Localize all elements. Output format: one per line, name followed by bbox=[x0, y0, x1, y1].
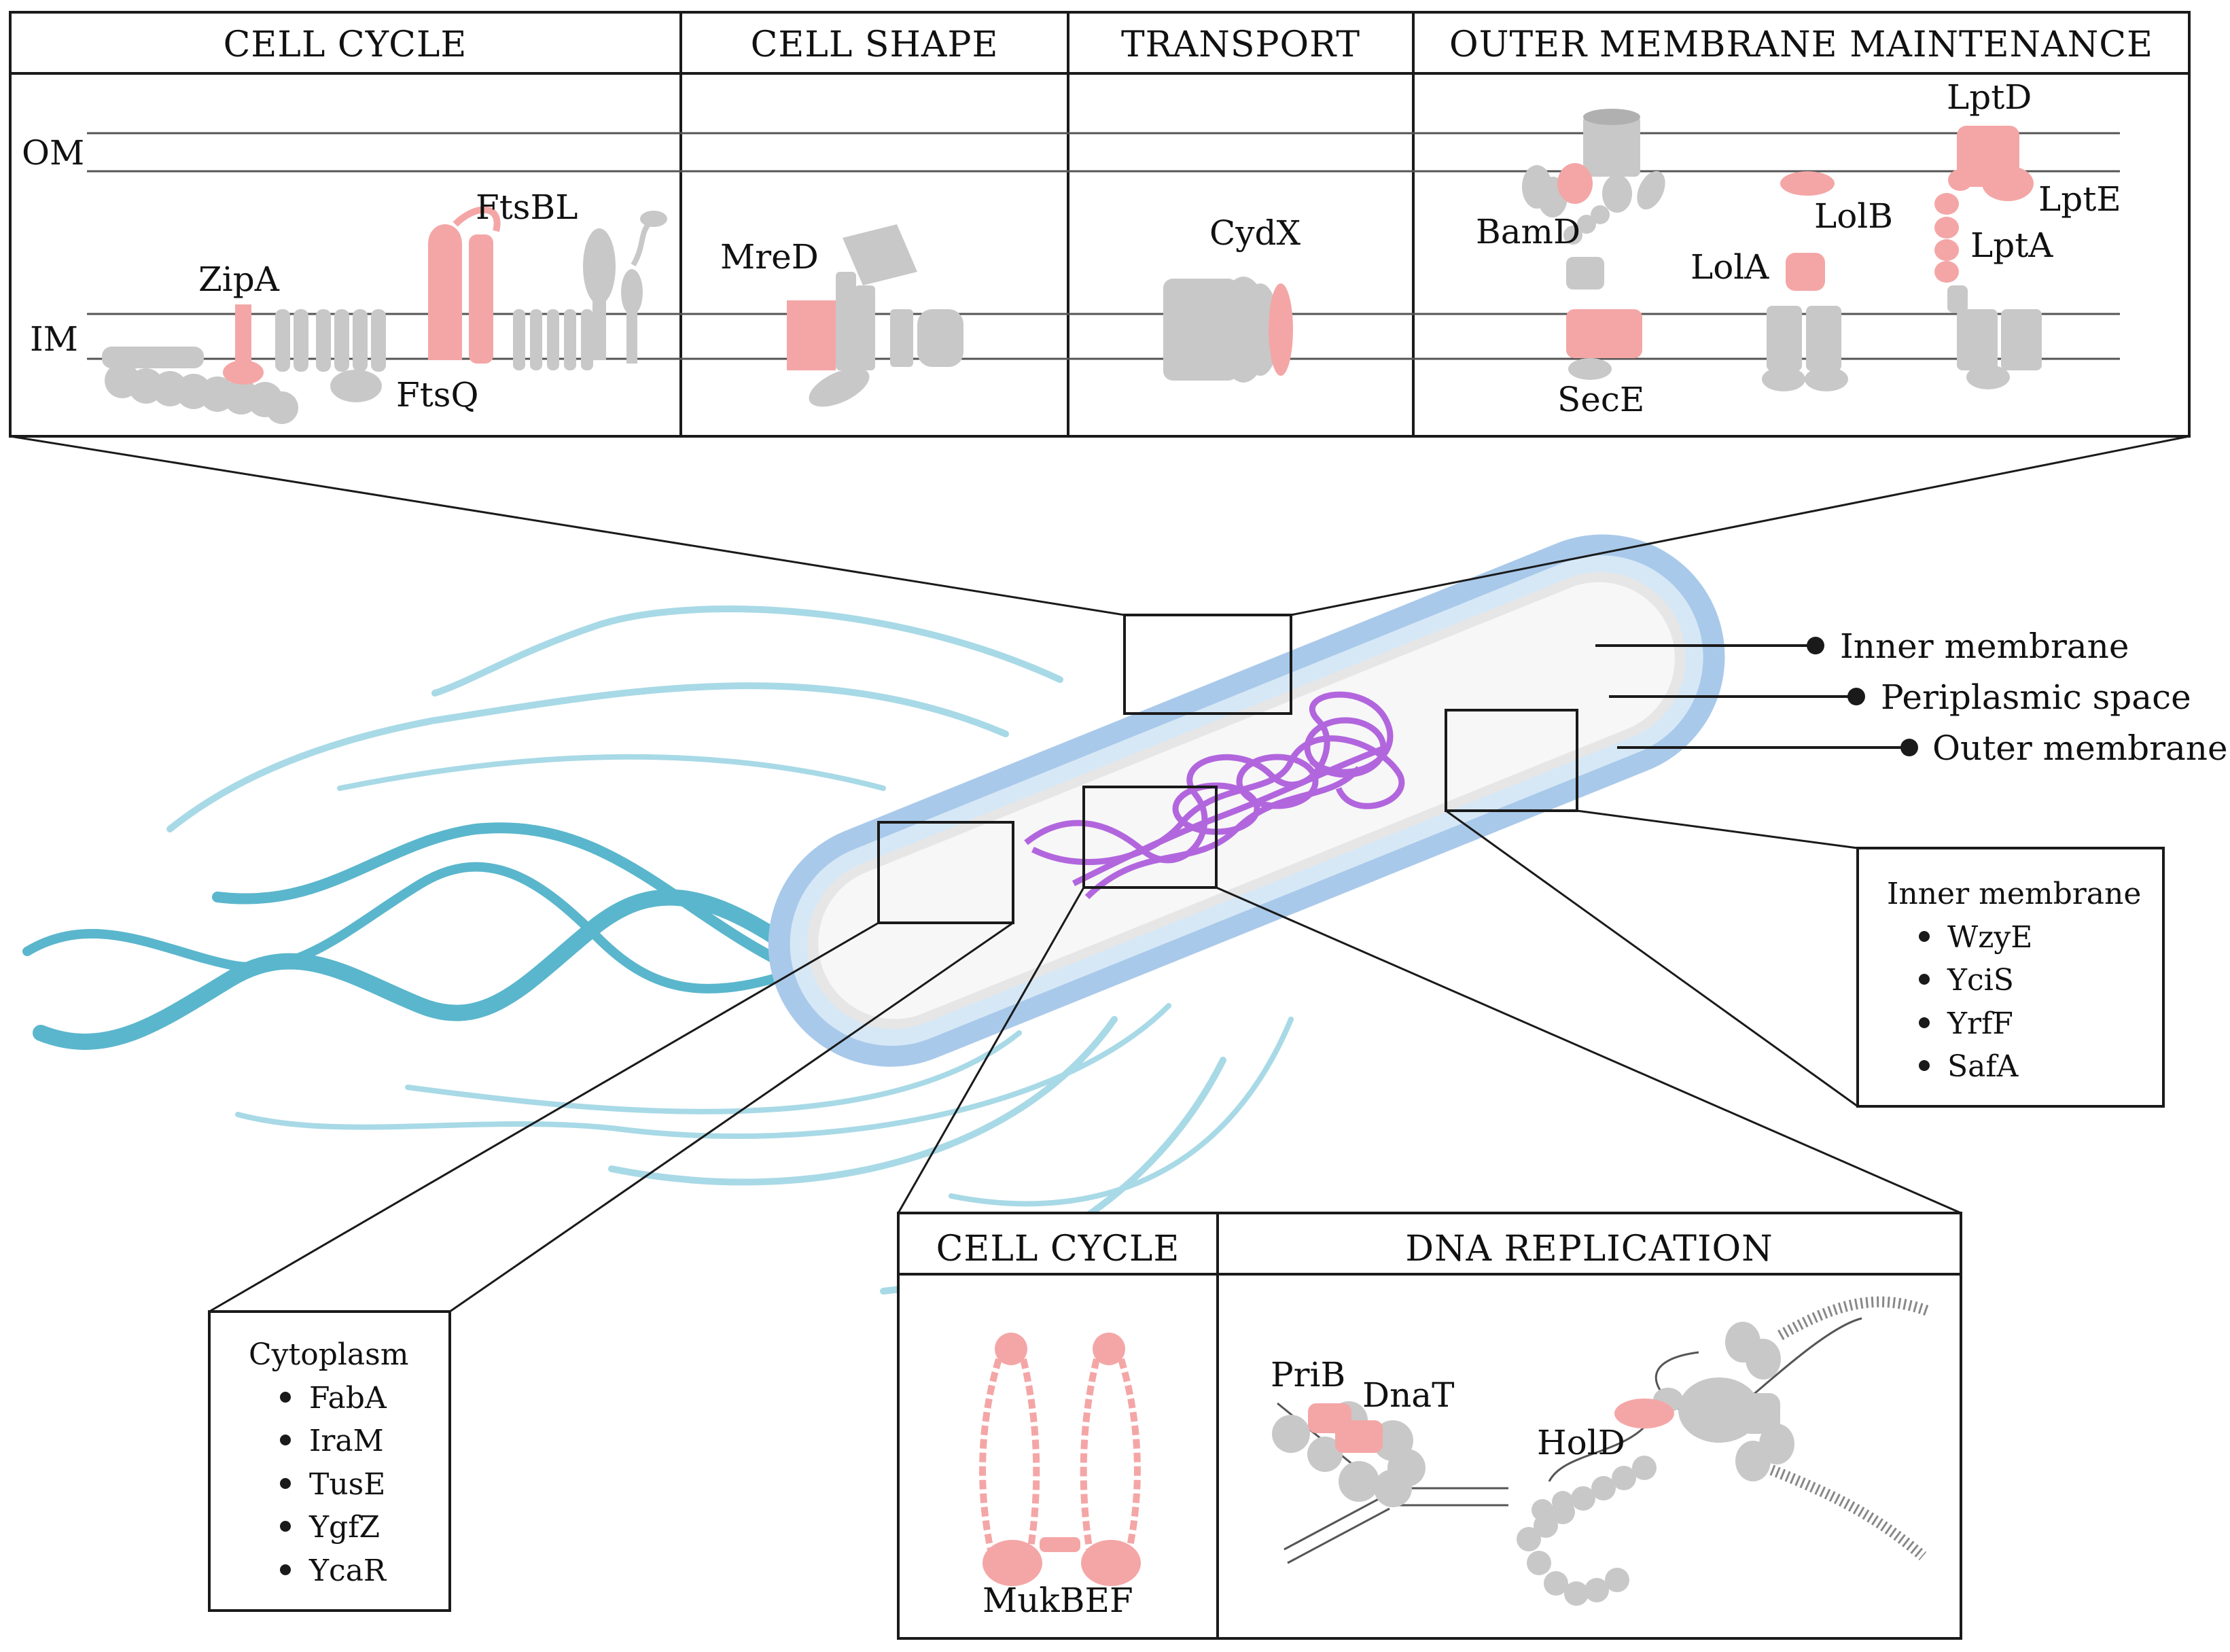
label-lptd: LptD bbox=[1947, 77, 2032, 117]
section-title-transport: TRANSPORT bbox=[1121, 24, 1360, 65]
flagella bbox=[22, 605, 1294, 1295]
label-sece: SecE bbox=[1557, 380, 1644, 419]
im-item-2: YciS bbox=[1947, 963, 2014, 998]
section-title-cell-shape: CELL SHAPE bbox=[751, 24, 999, 65]
mukbef-complex bbox=[979, 1333, 1141, 1586]
hold-protein bbox=[1614, 1399, 1674, 1428]
section-title-om-maintenance: OUTER MEMBRANE MAINTENANCE bbox=[1449, 24, 2153, 65]
lpta-protein bbox=[1934, 169, 1972, 283]
bamd-protein bbox=[1557, 163, 1593, 204]
zipa-protein bbox=[235, 304, 251, 370]
label-lpta: LptA bbox=[1970, 226, 2053, 265]
ftsbl-protein bbox=[428, 206, 501, 364]
cyto-item-1: FabA bbox=[309, 1381, 387, 1416]
cydx-protein bbox=[1269, 283, 1293, 376]
label-prib: PriB bbox=[1271, 1355, 1345, 1394]
flagellum-upper-3 bbox=[337, 754, 886, 791]
im-item-1: WzyE bbox=[1947, 920, 2032, 955]
cell-cycle-proteins: ZipA FtsBL FtsQ bbox=[102, 188, 667, 424]
flagellum-upper-2 bbox=[166, 682, 1009, 832]
sece-protein bbox=[1566, 309, 1642, 358]
inner-membrane-box-title: Inner membrane bbox=[1887, 877, 2141, 911]
bacterial-cell bbox=[768, 534, 1725, 1067]
label-lpte: LptE bbox=[2038, 179, 2121, 219]
flagellum-upper-1 bbox=[431, 605, 1063, 697]
label-inner-membrane: Inner membrane bbox=[1840, 627, 2129, 666]
cyto-item-5: YcaR bbox=[308, 1553, 387, 1588]
bottom-title-dna-replication: DNA REPLICATION bbox=[1405, 1229, 1773, 1269]
im-item-3: YrfF bbox=[1947, 1006, 2013, 1041]
label-lola: LolA bbox=[1691, 247, 1769, 287]
flagellum-thick-2 bbox=[212, 822, 807, 977]
bottom-panel: CELL CYCLE DNA REPLICATION MukBEF bbox=[897, 1212, 1962, 1640]
zoom-box-envelope bbox=[1123, 614, 1292, 715]
flagellum-main-thin bbox=[22, 862, 820, 994]
cytoplasm-box-title: Cytoplasm bbox=[249, 1337, 408, 1372]
label-cydx: CydX bbox=[1209, 213, 1301, 253]
top-panel: CELL CYCLE CELL SHAPE TRANSPORT OUTER ME… bbox=[9, 11, 2191, 438]
lolb-protein bbox=[1780, 171, 1835, 196]
lagging-strand-beads bbox=[1517, 1456, 1657, 1606]
transport-proteins: CydX bbox=[1163, 213, 1301, 383]
inner-membrane-box: Inner membrane WzyE YciS YrfF SafA bbox=[1856, 847, 2165, 1108]
flagellum-lower-3 bbox=[949, 1017, 1294, 1207]
label-mred: MreD bbox=[720, 237, 819, 277]
label-dnat: DnaT bbox=[1362, 1375, 1454, 1415]
primosome bbox=[1272, 1401, 1508, 1564]
cyto-item-3: TusE bbox=[309, 1467, 385, 1502]
connector-lines bbox=[10, 435, 2190, 1313]
dnat-protein bbox=[1335, 1420, 1383, 1453]
zoom-box-nucleoid bbox=[1082, 786, 1218, 889]
label-outer-membrane: Outer membrane bbox=[1932, 728, 2228, 768]
label-im: IM bbox=[30, 319, 78, 359]
label-periplasmic-space: Periplasmic space bbox=[1881, 678, 2191, 717]
lola-protein bbox=[1786, 253, 1825, 291]
label-mukbef: MukBEF bbox=[983, 1581, 1133, 1620]
label-bamd: BamD bbox=[1476, 212, 1580, 251]
zoom-box-inner-membrane bbox=[1445, 709, 1578, 812]
om-maintenance-proteins: BamD LolB LolA LptD LptE LptA SecE bbox=[1476, 77, 2121, 419]
zoom-box-cytoplasm bbox=[877, 821, 1014, 924]
cytoplasm-layer bbox=[818, 582, 1675, 1019]
zoom-boxes bbox=[877, 614, 1578, 924]
cytoplasm-box: Cytoplasm FabA IraM TusE YgfZ YcaR bbox=[208, 1310, 451, 1612]
bottom-title-cell-cycle: CELL CYCLE bbox=[936, 1229, 1180, 1269]
section-title-cell-cycle: CELL CYCLE bbox=[224, 24, 467, 65]
cell-layer-labels: Inner membrane Periplasmic space Outer m… bbox=[1595, 627, 2228, 768]
replisome bbox=[1517, 1296, 1932, 1606]
label-hold: HolD bbox=[1537, 1423, 1625, 1462]
label-lolb: LolB bbox=[1814, 196, 1893, 236]
label-zipa: ZipA bbox=[198, 260, 280, 299]
flagellum-lower-5 bbox=[235, 1003, 1171, 1139]
label-ftsbl: FtsBL bbox=[476, 188, 578, 227]
label-ftsq: FtsQ bbox=[396, 375, 478, 415]
mred-protein bbox=[787, 300, 836, 370]
cyto-item-4: YgfZ bbox=[308, 1510, 380, 1545]
label-om: OM bbox=[22, 133, 84, 173]
im-item-4: SafA bbox=[1947, 1049, 2019, 1084]
cell-shape-proteins: MreD bbox=[720, 224, 963, 407]
cyto-item-2: IraM bbox=[309, 1424, 384, 1458]
flagellum-main-thick bbox=[33, 889, 824, 1050]
